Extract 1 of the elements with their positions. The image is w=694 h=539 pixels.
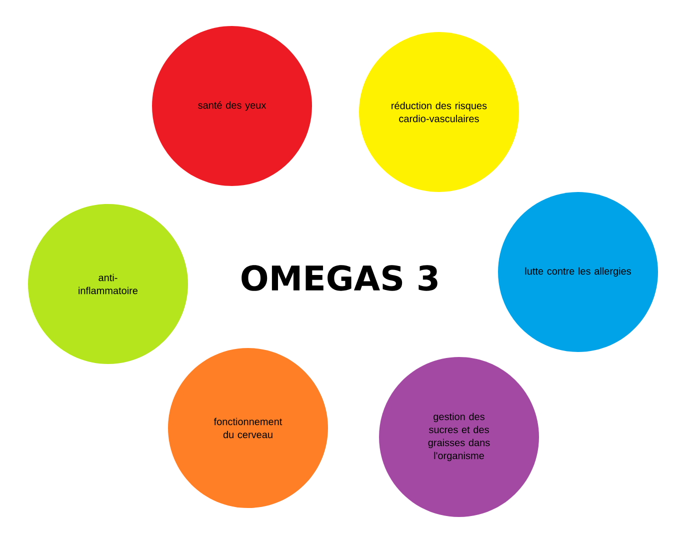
title: OMEGAS 3 (242, 265, 438, 291)
